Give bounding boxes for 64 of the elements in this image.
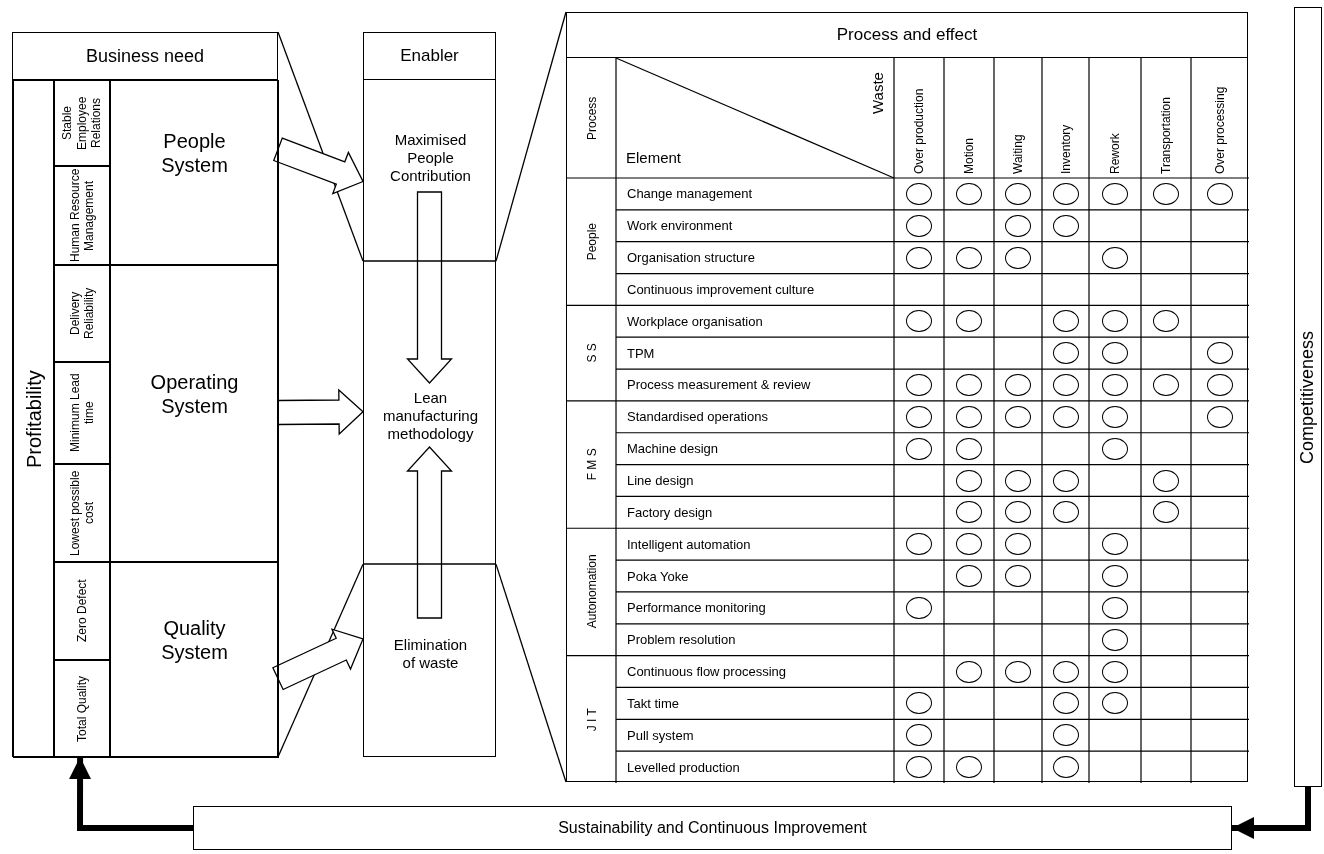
group-label: F M S <box>583 447 600 483</box>
group-label: J I T <box>583 706 600 733</box>
criterion-cell: Minimum Lead time <box>54 362 110 464</box>
row-label: Standardised operations <box>627 408 769 427</box>
row-label: Takt time <box>627 694 680 713</box>
column-header: Element <box>626 147 683 168</box>
enabler-text: Maximised People Contribution <box>364 123 497 193</box>
arrow <box>1232 787 1311 839</box>
block-arrow <box>406 446 453 619</box>
row-label: Problem resolution <box>627 631 737 650</box>
criterion-cell: Lowest possible cost <box>54 464 110 562</box>
panel-title: Process and effect <box>567 13 1247 58</box>
system-cell: Operating System <box>110 265 279 562</box>
criterion-cell: Human Resource Management <box>54 166 110 265</box>
row-label: Performance monitoring <box>627 599 767 618</box>
row-label: Poka Yoke <box>627 567 690 586</box>
block-arrow <box>272 137 364 195</box>
row-label: Continuous improvement culture <box>627 280 816 299</box>
column-header: Inventory <box>1057 123 1074 176</box>
column-header: Motion <box>961 136 977 176</box>
column-header: Transportation <box>1158 96 1174 176</box>
column-header: Over production <box>911 87 927 176</box>
row-label: Change management <box>627 185 754 204</box>
system-cell: People System <box>110 80 279 265</box>
block-arrow <box>406 191 453 384</box>
connector-line <box>495 563 567 783</box>
row-label: TPM <box>627 344 656 363</box>
criterion-cell: Stable Employee Relations <box>54 80 110 166</box>
column-header: Rework <box>1107 132 1123 176</box>
criterion-cell: Total Quality <box>54 660 110 758</box>
enabler-text: Lean manufacturing methodology <box>364 384 497 448</box>
enabler-text: Elimination of waste <box>364 619 497 689</box>
column-header: Process <box>583 95 600 142</box>
row-label: Process measurement & review <box>627 376 812 395</box>
system-cell: Quality System <box>110 562 279 758</box>
criterion-cell: Delivery Reliability <box>54 265 110 362</box>
panel <box>12 32 278 757</box>
row-label: Pull system <box>627 726 695 745</box>
row-label: Factory design <box>627 503 714 522</box>
row-label: Intelligent automation <box>627 535 752 554</box>
block-arrow <box>272 628 364 691</box>
row-label: Organisation structure <box>627 249 756 268</box>
panel-title: Enabler <box>364 33 495 80</box>
criterion-cell: Zero Defect <box>54 562 110 660</box>
category-cell: Profitability <box>13 80 54 758</box>
arrow <box>69 757 193 831</box>
row-label: Levelled production <box>627 758 741 777</box>
group-label: Autonomation <box>583 553 600 631</box>
row-label: Line design <box>627 472 695 490</box>
row-label: Work environment <box>627 217 734 236</box>
connector-line <box>495 11 567 262</box>
group-label: People <box>583 222 600 263</box>
row-label: Continuous flow processing <box>627 663 787 682</box>
column-header: Over processing <box>1212 85 1228 176</box>
panel-title: Business need <box>13 33 277 80</box>
row-label: Machine design <box>627 440 720 459</box>
column-header: Waste <box>867 71 887 117</box>
banner-box: Sustainability and Continuous Improvement <box>193 806 1232 850</box>
block-arrow <box>277 388 364 436</box>
column-header: Waiting <box>1010 133 1026 176</box>
group-label: S S <box>583 342 600 365</box>
panel <box>363 32 496 757</box>
side-box: Competitiveness <box>1294 7 1322 787</box>
row-label: Workplace organisation <box>627 312 764 331</box>
